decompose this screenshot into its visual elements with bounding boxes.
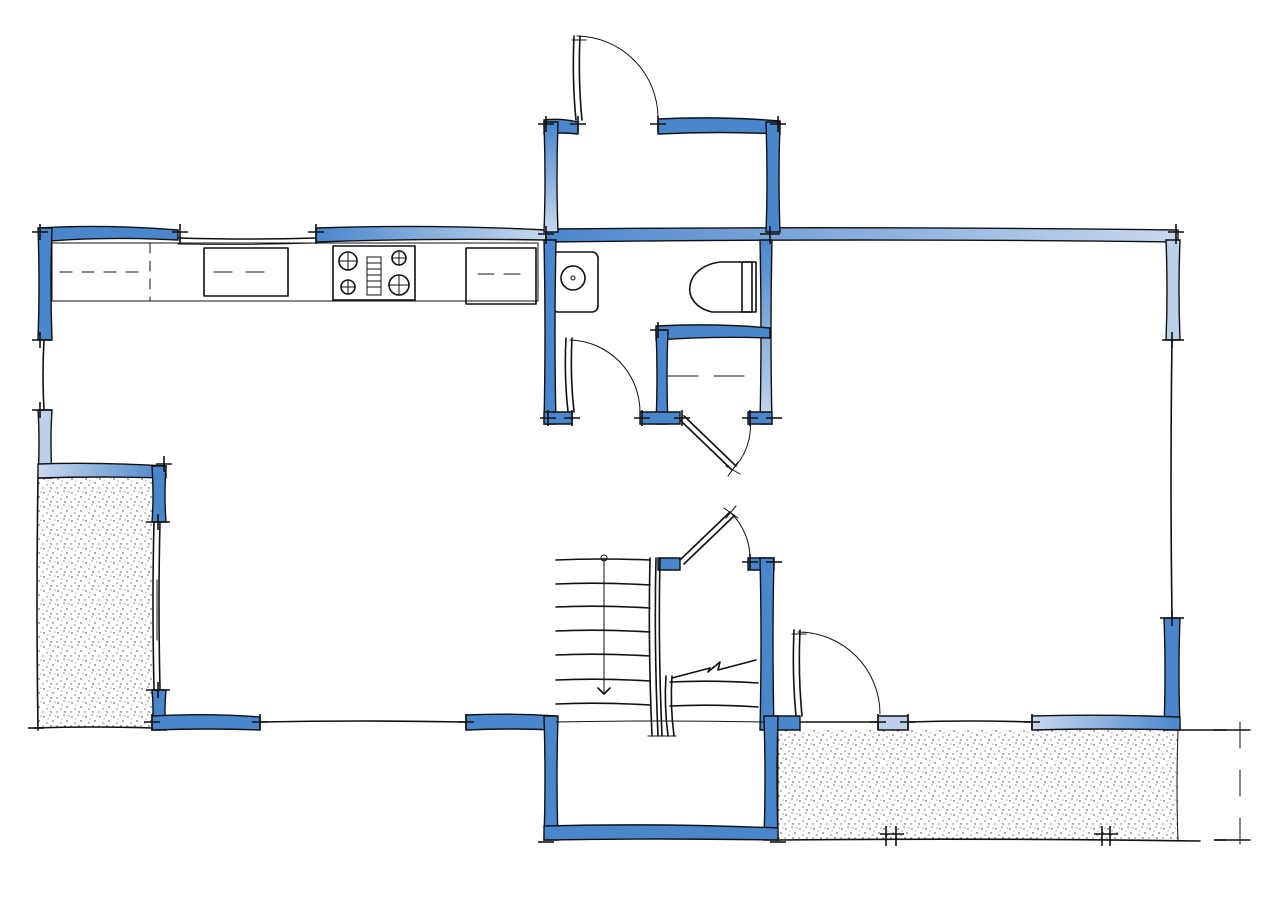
wall-tick-marks	[28, 116, 1226, 846]
stair-closet-walls	[657, 557, 775, 731]
outline-lines	[33, 237, 1251, 851]
sink-icon	[203, 247, 289, 297]
stairs	[555, 557, 759, 737]
left-patio-area	[38, 478, 152, 728]
basin-icon	[551, 251, 599, 313]
bottom-right-patio-area	[778, 730, 1178, 840]
rear-door	[791, 629, 881, 717]
refrigerator-icon	[465, 247, 537, 305]
entry-vestibule-walls	[543, 117, 781, 233]
stove-icon	[332, 245, 416, 301]
front-entry-door	[571, 35, 659, 121]
closet-door	[679, 415, 751, 477]
stair-direction-arrow-icon	[597, 554, 611, 695]
bathroom-door	[564, 337, 641, 413]
bottom-storage-walls	[543, 715, 779, 841]
bathroom-walls	[543, 239, 773, 425]
toilet-icon	[688, 261, 757, 313]
exterior-walls	[37, 225, 1181, 731]
kitchen-counter	[51, 242, 539, 302]
stair-closet-door	[679, 505, 751, 565]
